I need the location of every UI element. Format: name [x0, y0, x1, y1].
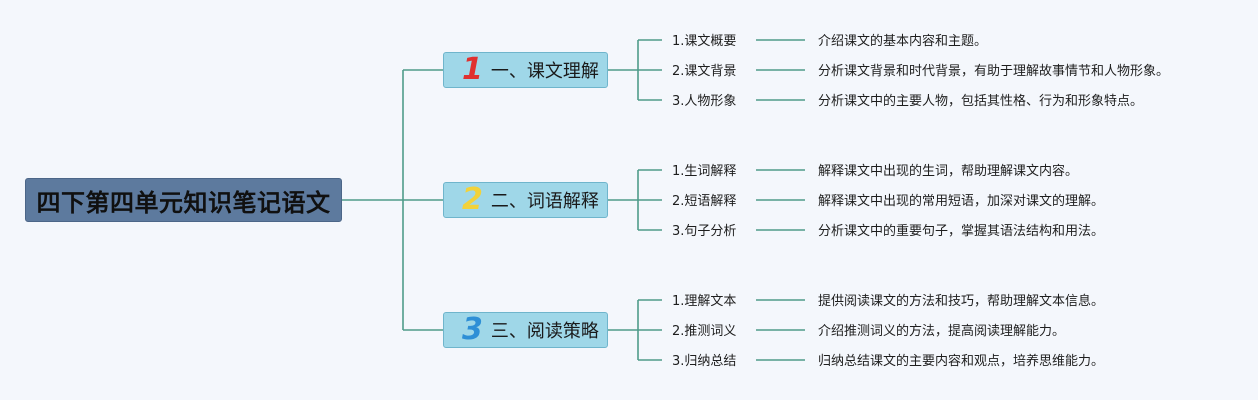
subtopic-2-1[interactable]: 1.生词解释 [672, 164, 737, 179]
branch-topic-2[interactable]: 2 二、词语解释 [443, 182, 608, 218]
branch-number-1: 1 [462, 52, 483, 87]
branch-number-2: 2 [462, 182, 483, 217]
description-2-1[interactable]: 解释课文中出现的生词，帮助理解课文内容。 [818, 164, 1079, 179]
branch-label-1: 一、课文理解 [490, 61, 599, 82]
root-topic[interactable]: 四下第四单元知识笔记语文 [25, 178, 342, 222]
branch-topic-1[interactable]: 1 一、课文理解 [443, 52, 608, 88]
branch-label-2: 二、词语解释 [490, 191, 599, 212]
subtopic-2-3[interactable]: 3.句子分析 [672, 224, 737, 239]
subtopic-3-2[interactable]: 2.推测词义 [672, 324, 737, 339]
branch-number-3: 3 [462, 312, 483, 347]
description-3-1[interactable]: 提供阅读课文的方法和技巧，帮助理解文本信息。 [818, 294, 1105, 309]
subtopic-1-1[interactable]: 1.课文概要 [672, 34, 737, 49]
branch-label-3: 三、阅读策略 [490, 321, 599, 342]
description-2-3[interactable]: 分析课文中的重要句子，掌握其语法结构和用法。 [818, 224, 1105, 239]
description-2-2[interactable]: 解释课文中出现的常用短语，加深对课文的理解。 [818, 194, 1105, 209]
description-1-3[interactable]: 分析课文中的主要人物，包括其性格、行为和形象特点。 [818, 94, 1144, 109]
subtopic-3-1[interactable]: 1.理解文本 [672, 294, 737, 309]
description-3-2[interactable]: 介绍推测词义的方法，提高阅读理解能力。 [818, 324, 1066, 339]
subtopic-3-3[interactable]: 3.归纳总结 [672, 354, 737, 369]
branch-topic-3[interactable]: 3 三、阅读策略 [443, 312, 608, 348]
description-3-3[interactable]: 归纳总结课文的主要内容和观点，培养思维能力。 [818, 354, 1105, 369]
subtopic-2-2[interactable]: 2.短语解释 [672, 194, 737, 209]
subtopic-1-3[interactable]: 3.人物形象 [672, 94, 737, 109]
description-1-2[interactable]: 分析课文背景和时代背景，有助于理解故事情节和人物形象。 [818, 64, 1170, 79]
subtopic-1-2[interactable]: 2.课文背景 [672, 64, 737, 79]
description-1-1[interactable]: 介绍课文的基本内容和主题。 [818, 34, 988, 49]
root-topic-label: 四下第四单元知识笔记语文 [36, 188, 331, 217]
